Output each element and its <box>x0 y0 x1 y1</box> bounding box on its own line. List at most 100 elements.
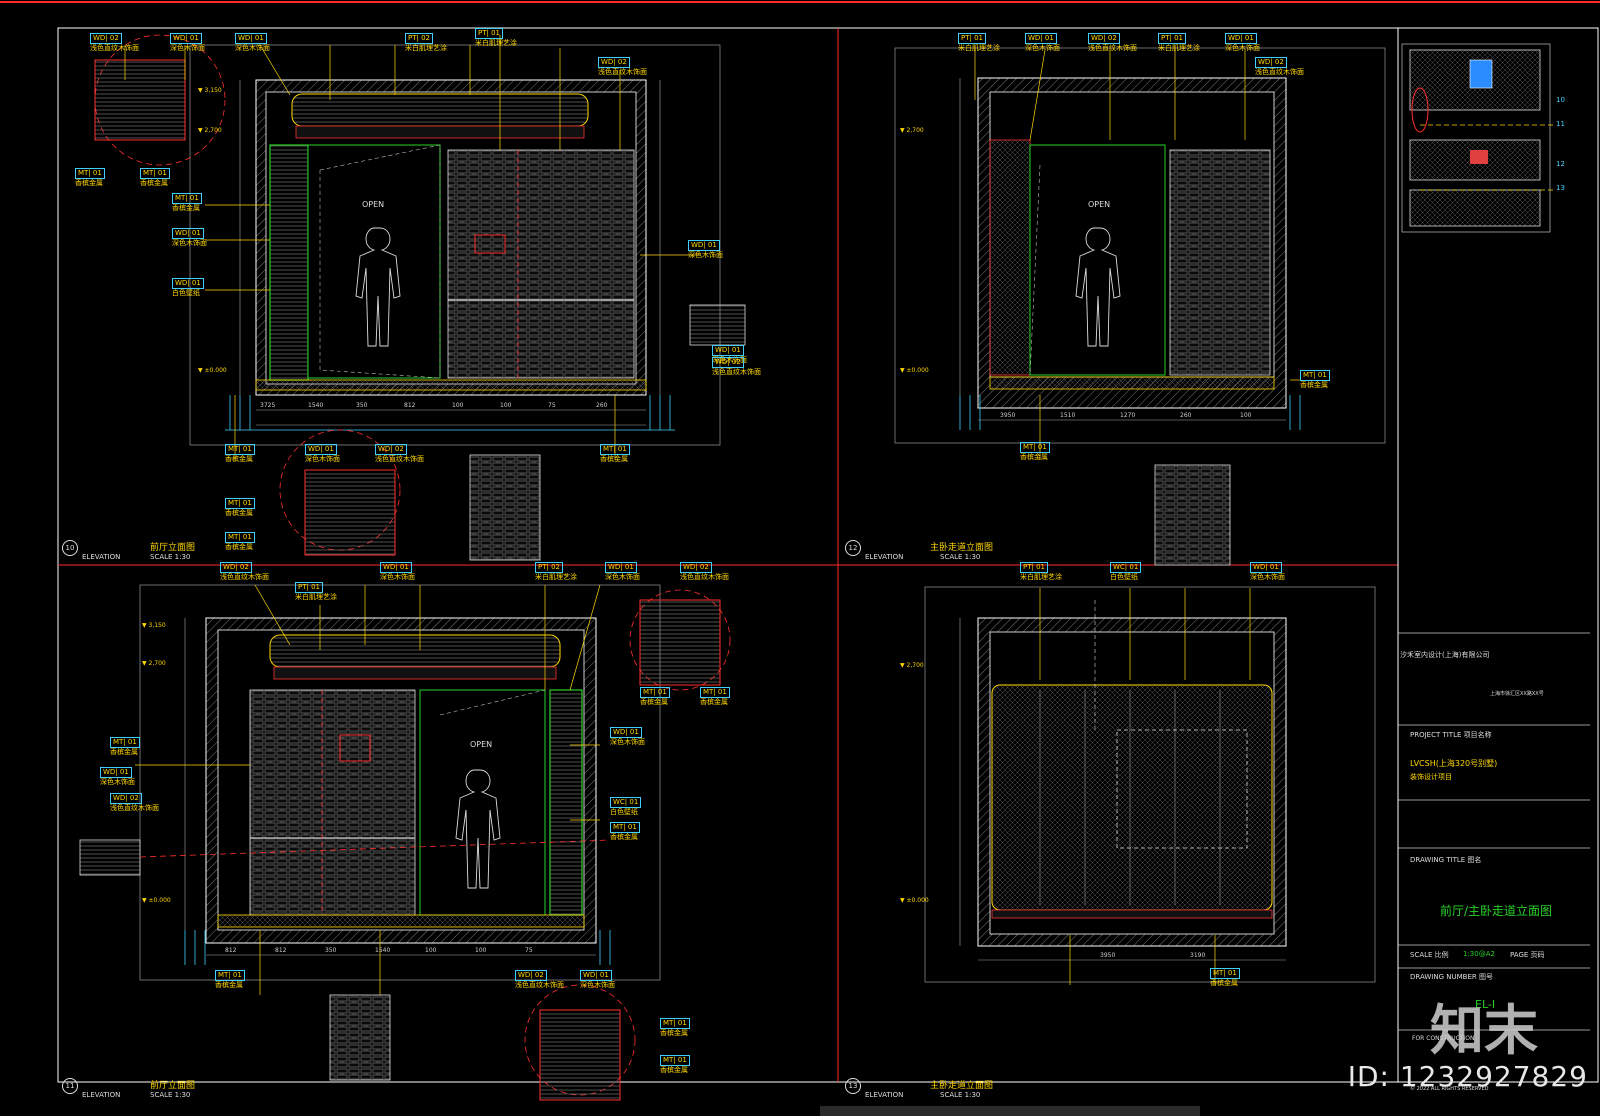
material-note: 米白肌理艺涂 <box>1158 44 1200 52</box>
material-note: 深色木饰面 <box>688 251 723 259</box>
keyplan-marker-13[interactable]: 13 <box>1556 184 1565 192</box>
material-code: WC| 01 <box>1110 562 1142 573</box>
panel-bubble-12: 12 <box>845 540 861 556</box>
dimension-text: 3950 <box>1100 952 1116 959</box>
material-note: 深色木饰面 <box>172 239 207 247</box>
material-note: 浅色直纹木饰面 <box>1255 68 1304 76</box>
material-code: WD| 01 <box>610 727 642 738</box>
material-note: 米白肌理艺涂 <box>1020 573 1062 581</box>
material-note: 米白肌理艺涂 <box>405 44 447 52</box>
dimension-text: 812 <box>275 947 287 954</box>
keyplan-marker-11[interactable]: 11 <box>1556 120 1565 128</box>
keyplan-marker-12[interactable]: 12 <box>1556 160 1565 168</box>
material-note: 香槟金属 <box>1020 453 1048 461</box>
material-code: WD| 01 <box>305 444 337 455</box>
open-label-11: OPEN <box>470 740 493 749</box>
material-code: WD| 02 <box>515 970 547 981</box>
watermark-id: ID: 1232927829 <box>1347 1060 1588 1093</box>
material-note: 浅色直纹木饰面 <box>375 455 424 463</box>
material-code: WC| 01 <box>610 797 642 808</box>
material-code: WD| 02 <box>220 562 252 573</box>
material-note: 深色木饰面 <box>380 573 415 581</box>
material-code: WD| 02 <box>598 57 630 68</box>
material-code: MT| 01 <box>225 444 255 455</box>
tb-issue: FOR CONSTRUCTION <box>1412 1035 1475 1042</box>
material-note: 香槟金属 <box>140 179 168 187</box>
material-code: MT| 01 <box>172 193 202 204</box>
material-note: 浅色直纹木饰面 <box>515 981 564 989</box>
material-note: 深色木饰面 <box>170 44 205 52</box>
material-code: WD| 02 <box>1255 57 1287 68</box>
material-code: MT| 01 <box>225 498 255 509</box>
panel-scale-12: SCALE 1:30 <box>940 553 981 561</box>
panel-sub-13: ELEVATION <box>865 1091 904 1099</box>
material-code: MT| 01 <box>700 687 730 698</box>
material-code: WD| 01 <box>1225 33 1257 44</box>
dimension-text: 75 <box>525 947 533 954</box>
material-code: MT| 01 <box>1210 968 1240 979</box>
dimension-text: 260 <box>1180 412 1192 419</box>
dimension-text: 100 <box>1240 412 1252 419</box>
elevation-mark: ▼ 3,150 <box>198 87 222 94</box>
material-note: 香槟金属 <box>110 748 138 756</box>
material-note: 浅色直纹木饰面 <box>1088 44 1137 52</box>
material-note: 深色木饰面 <box>580 981 615 989</box>
material-code: WD| 02 <box>680 562 712 573</box>
material-note: 香槟金属 <box>660 1066 688 1074</box>
material-note: 香槟金属 <box>600 455 628 463</box>
material-code: MT| 01 <box>640 687 670 698</box>
dimension-text: 3725 <box>260 402 276 409</box>
material-code: MT| 01 <box>140 168 170 179</box>
material-code: PT| 01 <box>295 582 323 593</box>
material-note: 米白肌理艺涂 <box>535 573 577 581</box>
elevation-mark: ▼ ±0.000 <box>900 897 929 904</box>
dimension-text: 812 <box>225 947 237 954</box>
material-note: 香槟金属 <box>75 179 103 187</box>
panel-sub-11: ELEVATION <box>82 1091 121 1099</box>
elevation-mark: ▼ 2,700 <box>900 662 924 669</box>
material-code: WD| 02 <box>90 33 122 44</box>
dimension-text: 1270 <box>1120 412 1136 419</box>
viewport-tab-bar[interactable] <box>820 1106 1200 1116</box>
elevation-mark: ▼ ±0.000 <box>198 367 227 374</box>
material-note: 浅色直纹木饰面 <box>90 44 139 52</box>
material-note: 深色木饰面 <box>610 738 645 746</box>
material-note: 深色木饰面 <box>1025 44 1060 52</box>
keyplan-marker-10[interactable]: 10 <box>1556 96 1565 104</box>
elevation-mark: ▼ 3,150 <box>142 622 166 629</box>
material-note: 深色木饰面 <box>712 356 747 364</box>
tb-page-label: PAGE 页码 <box>1510 951 1545 959</box>
tb-drawing-label: DRAWING TITLE 图名 <box>1410 856 1482 864</box>
material-code: MT| 01 <box>1020 442 1050 453</box>
material-note: 香槟金属 <box>640 698 668 706</box>
panel-title-13: 主卧走道立面图 <box>930 1081 994 1091</box>
panel-bubble-13: 13 <box>845 1078 861 1094</box>
material-code: PT| 01 <box>1020 562 1048 573</box>
material-code: PT| 01 <box>958 33 986 44</box>
material-code: MT| 01 <box>75 168 105 179</box>
dimension-text: 3950 <box>1000 412 1016 419</box>
